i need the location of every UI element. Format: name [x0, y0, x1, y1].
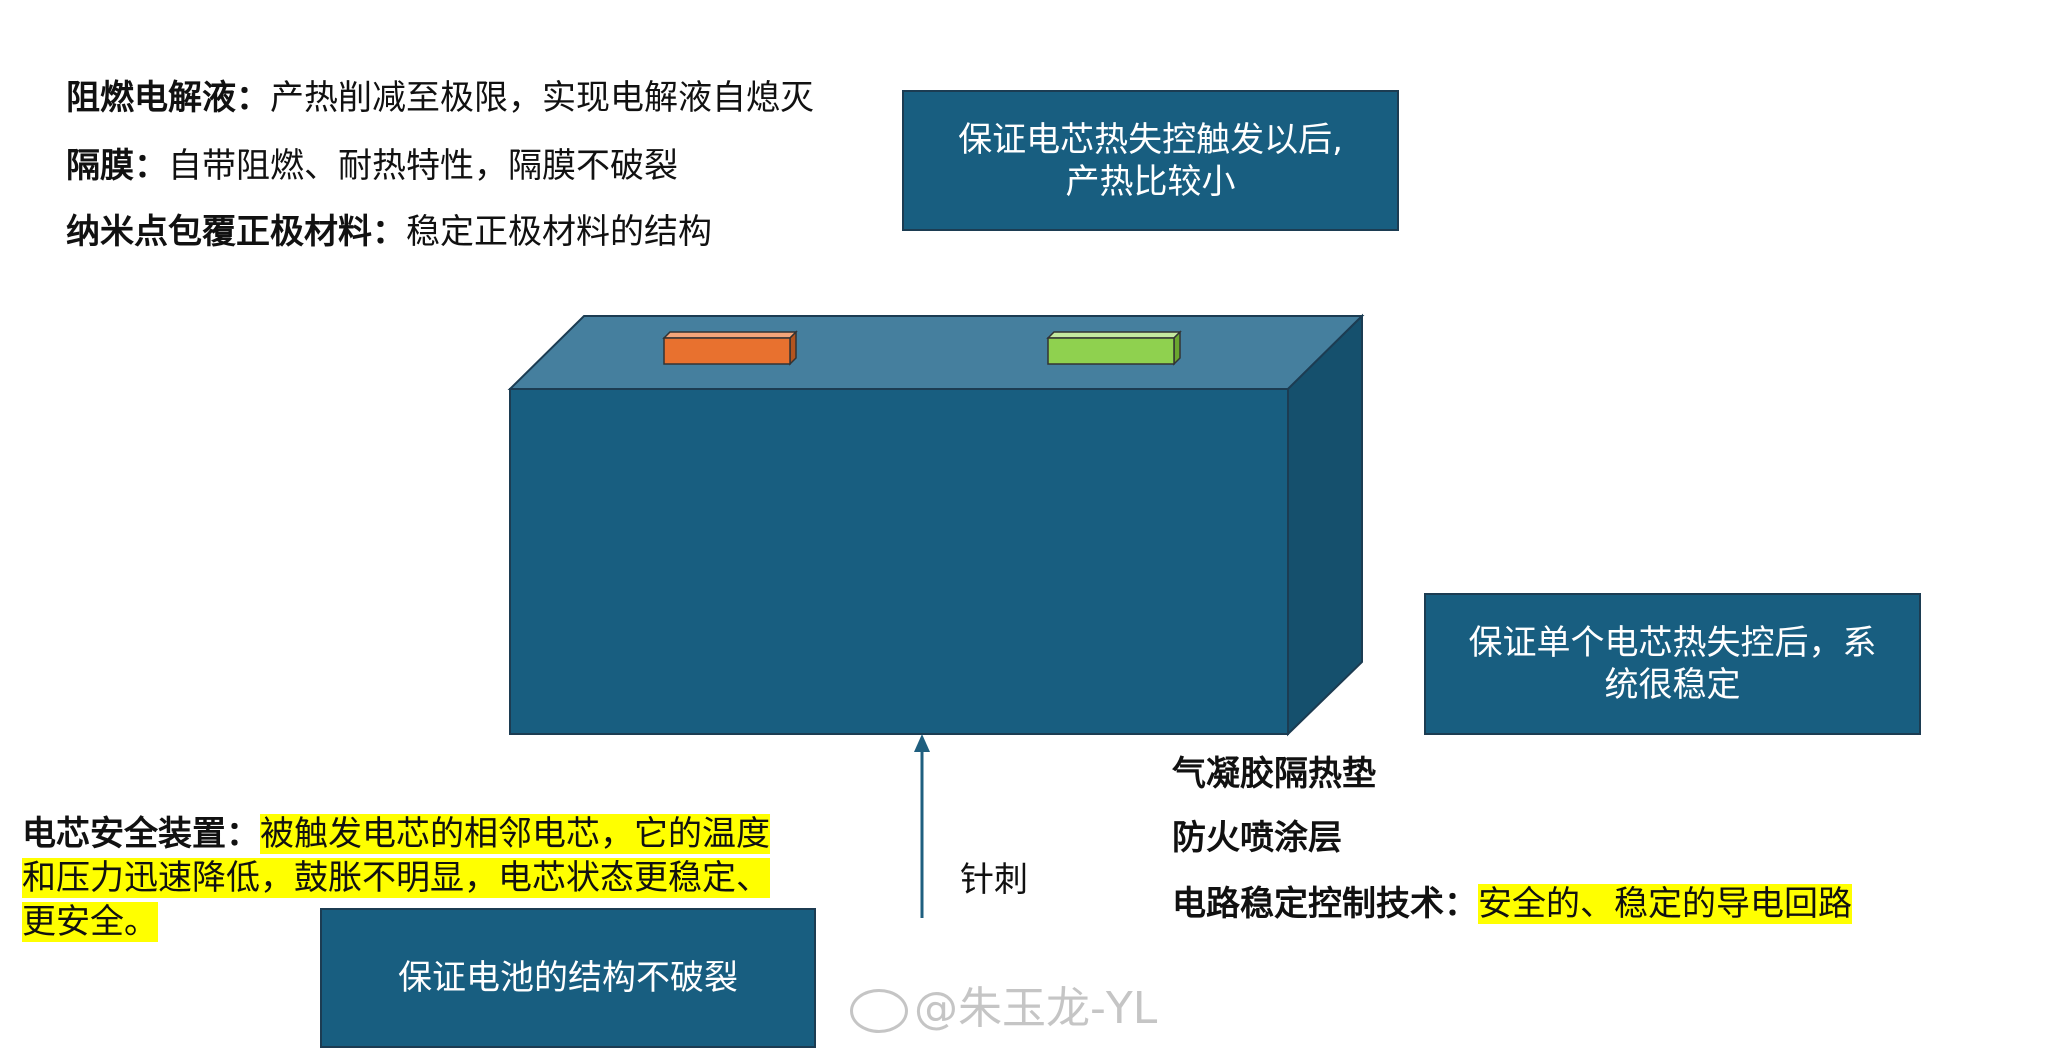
safety-device-text: 电芯安全装置：被触发电芯的相邻电芯，它的温度 和压力迅速降低，鼓胀不明显，电芯状…: [22, 812, 842, 944]
feature-separator: 隔膜：自带阻燃、耐热特性，隔膜不破裂: [66, 144, 678, 188]
safety-device-desc-3: 更安全。: [22, 902, 158, 942]
feature-desc: 产热削减至极限，实现电解液自熄灭: [270, 78, 814, 118]
feature-desc-highlighted: 安全的、稳定的导电回路: [1478, 884, 1852, 924]
feature-desc: 稳定正极材料的结构: [406, 212, 712, 252]
feature-label: 气凝胶隔热垫: [1172, 754, 1376, 794]
feature-label: 防火喷涂层: [1172, 818, 1342, 858]
terminal-negative: [662, 330, 798, 366]
safety-device-label: 电芯安全装置：: [22, 814, 260, 854]
needle-label: 针刺: [960, 860, 1028, 900]
feature-desc: 自带阻燃、耐热特性，隔膜不破裂: [168, 146, 678, 186]
terminal-positive: [1046, 330, 1182, 366]
battery-top-face: [507, 315, 1365, 390]
safety-device-desc-2: 和压力迅速降低，鼓胀不明显，电芯状态更稳定、: [22, 858, 770, 898]
feature-electrolyte: 阻燃电解液：产热削减至极限，实现电解液自熄灭: [66, 76, 814, 120]
battery-front-face: [509, 388, 1289, 735]
watermark: @朱玉龙-YL: [850, 972, 1157, 1036]
feature-cathode: 纳米点包覆正极材料：稳定正极材料的结构: [66, 210, 712, 254]
box-line-2: 统很稳定: [1604, 665, 1741, 705]
feature-circuit-control: 电路稳定控制技术：安全的、稳定的导电回路: [1172, 882, 1852, 926]
box-line-1: 保证单个电芯热失控后，系: [1468, 623, 1877, 663]
box-system-stable: 保证单个电芯热失控后，系 统很稳定: [1424, 593, 1921, 735]
needle-arrow: [914, 734, 930, 918]
feature-label: 电路稳定控制技术：: [1172, 884, 1478, 924]
box-line-2: 产热比较小: [1065, 161, 1236, 202]
weibo-logo-icon: [850, 989, 908, 1033]
box-structure-intact: 保证电池的结构不破裂: [320, 908, 816, 1048]
feature-label: 隔膜：: [66, 146, 168, 186]
box-line-1: 保证电芯热失控触发以后,: [958, 119, 1343, 160]
feature-label: 纳米点包覆正极材料：: [66, 212, 406, 252]
battery-side-face: [1287, 313, 1363, 737]
watermark-text: @朱玉龙-YL: [914, 983, 1158, 1034]
feature-aerogel: 气凝胶隔热垫: [1172, 752, 1376, 796]
feature-fireproof-coating: 防火喷涂层: [1172, 816, 1342, 860]
box-cell-heat-small: 保证电芯热失控触发以后, 产热比较小: [902, 90, 1399, 231]
safety-device-desc-1: 被触发电芯的相邻电芯，它的温度: [260, 814, 770, 854]
feature-label: 阻燃电解液：: [66, 78, 270, 118]
box-text: 保证电池的结构不破裂: [398, 958, 738, 998]
